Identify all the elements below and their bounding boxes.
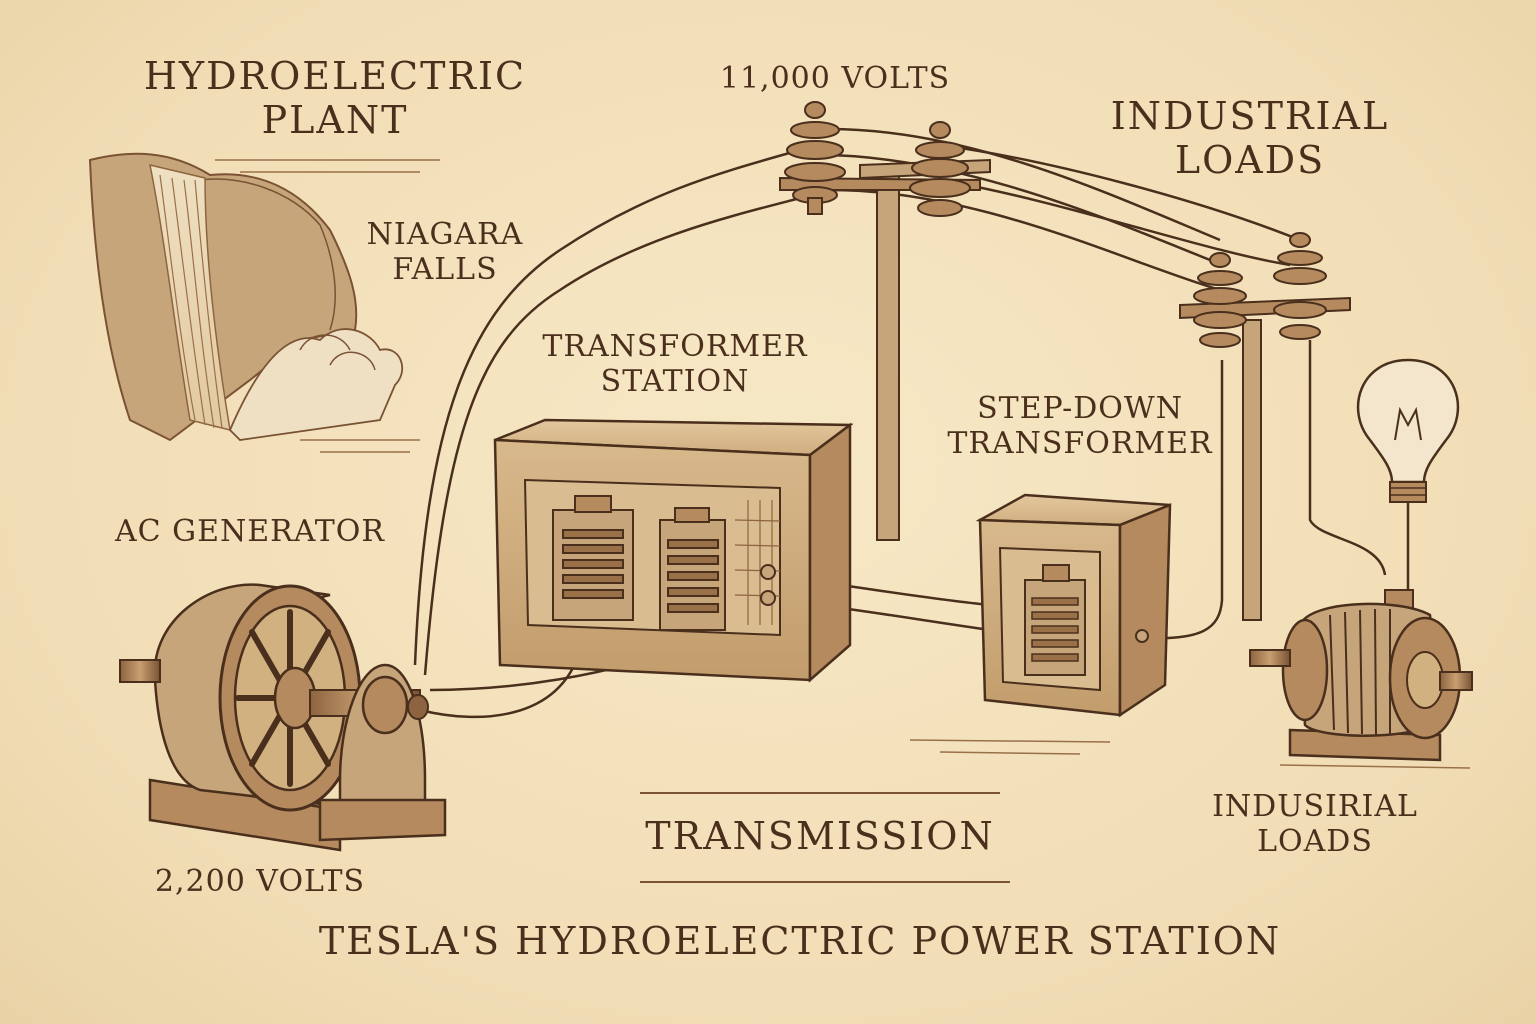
transmission-voltage-label: 11,000 VOLTS [719, 61, 951, 96]
insulator-3 [1193, 252, 1247, 348]
industrial-loads-top-label: INDUSTRIAL LOADS [1110, 94, 1390, 182]
page-title: TESLA'S HYDROELECTRIC POWER STATION [318, 919, 1282, 963]
transformer-station-label: TRANSFORMER STATION [542, 329, 808, 399]
step-down-transformer-label: STEP-DOWN TRANSFORMER [947, 391, 1213, 461]
waterfall [88, 152, 440, 453]
ac-generator [119, 583, 447, 852]
light-bulb [1356, 358, 1460, 503]
transformer-coil-2 [659, 507, 726, 631]
ac-generator-label: AC GENERATOR [115, 514, 385, 549]
generator-voltage-label: 2,200 VOLTS [154, 864, 366, 899]
niagara-falls-label: NIAGARA FALLS [366, 217, 524, 287]
transformer-coil-1 [552, 495, 634, 621]
hydroelectric-plant-label: HYDROELECTRIC PLANT [143, 54, 527, 142]
insulator-2 [909, 121, 971, 217]
ground-lines [909, 739, 1471, 769]
step-down-transformer-box [975, 493, 1172, 718]
transmission-label: TRANSMISSION [645, 814, 995, 858]
insulator-4 [1273, 232, 1327, 340]
electric-motor [1249, 589, 1473, 762]
insulator-1 [784, 101, 846, 215]
industrial-loads-bottom-label: INDUSIRIAL LOADS [1212, 789, 1418, 859]
